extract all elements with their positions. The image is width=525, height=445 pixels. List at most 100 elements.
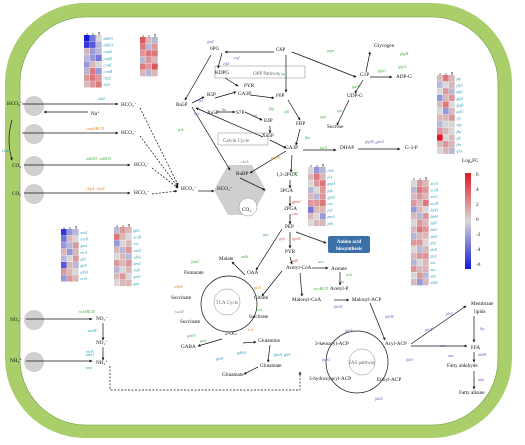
metabolite-m_succinate: Succinate	[171, 295, 192, 301]
metabolite-m_2og: 2-OG	[225, 331, 237, 337]
tca-cycle-inner	[213, 288, 241, 316]
heatmap-cell	[140, 37, 146, 44]
heatmap-cell	[437, 108, 443, 115]
heatmap-hm_tca: 3d7d10dgltAacnBicdsucDsdhAfumCmdhgabTgad	[114, 224, 142, 287]
gene-g_aar: aar	[448, 353, 454, 358]
legend-tick: -2	[476, 232, 481, 238]
gene-g_ppsa: ppsA	[291, 236, 301, 241]
metabolic-arrows	[184, 50, 476, 390]
metabolite-hco3_in4: HCO₃⁻	[134, 190, 150, 196]
heatmap-cell	[146, 70, 152, 77]
heatmap-cell	[417, 226, 423, 233]
heatmap-cell	[308, 193, 314, 200]
heatmap-cell	[443, 134, 449, 141]
heatmap-cell	[320, 173, 326, 180]
heatmap-cell	[90, 48, 96, 55]
metabolite-m_e4p: E4P	[264, 118, 273, 124]
heatmap-gene-label: gltA	[134, 229, 141, 233]
heatmap-gene-label: nrtA	[81, 277, 88, 281]
co2-bubble	[238, 197, 258, 217]
metabolite-m_r5p: R5P	[207, 92, 216, 98]
heatmap-cell	[126, 266, 132, 273]
heatmap-gene-label: pfk	[456, 136, 462, 140]
gene-g_aas: aas	[440, 343, 446, 348]
gene-g_ndh: ndhD3, ndhD4	[86, 156, 111, 162]
metabolite-m_citrate: Citrate	[254, 295, 269, 301]
heatmap-gene-label: spp	[457, 123, 462, 127]
heatmap-cell	[114, 260, 120, 267]
heatmap-gene-label: pgk	[327, 189, 334, 193]
heatmap-cell	[443, 127, 449, 135]
metabolite-no3_in: NO₃⁻	[96, 316, 108, 322]
heatmap-cell	[61, 255, 67, 262]
metabolite-m_ga3p1: GA3P	[238, 91, 251, 97]
fas-cycle-label: FAS pathway	[349, 361, 376, 366]
heatmap-gene-label: accC	[431, 195, 439, 199]
gene-g_spp: spp	[320, 114, 326, 119]
heatmap-cell	[411, 272, 417, 279]
metabolite-m_glutamine: Glutamine	[258, 338, 281, 344]
heatmap-cell	[417, 279, 423, 286]
metabolite-m_acylacp: Acyl-ACP	[385, 341, 407, 347]
gene-g_zwf: zwf	[233, 55, 240, 60]
heatmap-gene-label: gad	[134, 282, 140, 286]
heatmap-gene-label: pgi	[456, 77, 462, 81]
fas-cycle-inner	[348, 348, 376, 376]
heatmap-cell	[320, 206, 326, 213]
heatmap-gene-label: aas	[431, 261, 437, 265]
gene-g_plsx: plsX	[424, 327, 433, 332]
heatmap-cell	[84, 35, 90, 42]
heatmap-gene-label: fabI	[431, 241, 438, 245]
gene-g_mdh: mdh	[241, 254, 248, 259]
heatmap-cell	[73, 268, 79, 275]
gene-g_galu: galU	[352, 84, 361, 89]
heatmap-cell	[449, 134, 455, 141]
gene-g_ppc: ppc	[262, 232, 269, 237]
heatmap-cell	[67, 248, 73, 256]
gene-g_eno: eno	[292, 211, 298, 216]
heatmap-cell	[411, 279, 417, 286]
heatmap-cell	[437, 114, 443, 121]
heatmap-cell	[314, 167, 320, 174]
gene-g_sps: sps	[337, 108, 343, 113]
heatmap-cell	[308, 186, 314, 194]
heatmap-cell	[423, 193, 429, 200]
metabolite-m_s7p: S7P	[236, 110, 244, 116]
heatmap-gene-label: ado	[431, 274, 437, 278]
heatmap-cell	[140, 70, 146, 77]
heatmap-cell	[84, 54, 90, 62]
heatmap-cell	[126, 273, 132, 280]
heatmap-cell	[120, 246, 126, 254]
heatmap-cell	[114, 253, 120, 260]
cell-inner-membrane	[19, 16, 499, 426]
metabolite-m_fumarate: Fumarate	[184, 270, 204, 276]
gene-g_acn: acn	[256, 307, 262, 312]
heatmap-cell	[320, 167, 326, 174]
heatmap-cell	[61, 262, 67, 269]
gene-g_plsc: plsC	[445, 311, 454, 316]
gene-g_prk: prk	[177, 127, 184, 132]
heatmap-cell	[411, 180, 417, 187]
heatmap-cell	[411, 239, 417, 246]
metabolite-m_membrane: Membrane	[471, 301, 494, 307]
heatmap-cell	[417, 206, 423, 213]
heatmap-cell	[423, 232, 429, 240]
gene-g_glgc: glgC	[378, 68, 386, 73]
heatmap-gene-label: accA	[431, 182, 439, 186]
gene-g_fabz: fabZ	[375, 396, 383, 401]
amino-acid-box[interactable]	[328, 236, 370, 253]
metabolite-m_xu5p2: Xu5P	[262, 133, 274, 139]
metabolite-m_ga3p2: GA3P	[285, 145, 298, 151]
heatmap-cell	[411, 199, 417, 207]
heatmap-hm_opp: 3d7d10d	[140, 34, 158, 77]
heatmap-cell	[146, 43, 152, 50]
heatmap-gene-label: fabD	[431, 208, 439, 212]
heatmap-gene-label: glsF	[81, 264, 88, 268]
gene-g_glga: glgA	[398, 64, 406, 69]
heatmap-cell	[152, 56, 158, 64]
metabolite-no3_out: NO₃⁻	[10, 317, 22, 323]
heatmap-cell	[417, 246, 423, 253]
heatmap-cell	[61, 275, 67, 282]
heatmap-cell	[146, 50, 152, 57]
heatmap-cell	[423, 213, 429, 220]
